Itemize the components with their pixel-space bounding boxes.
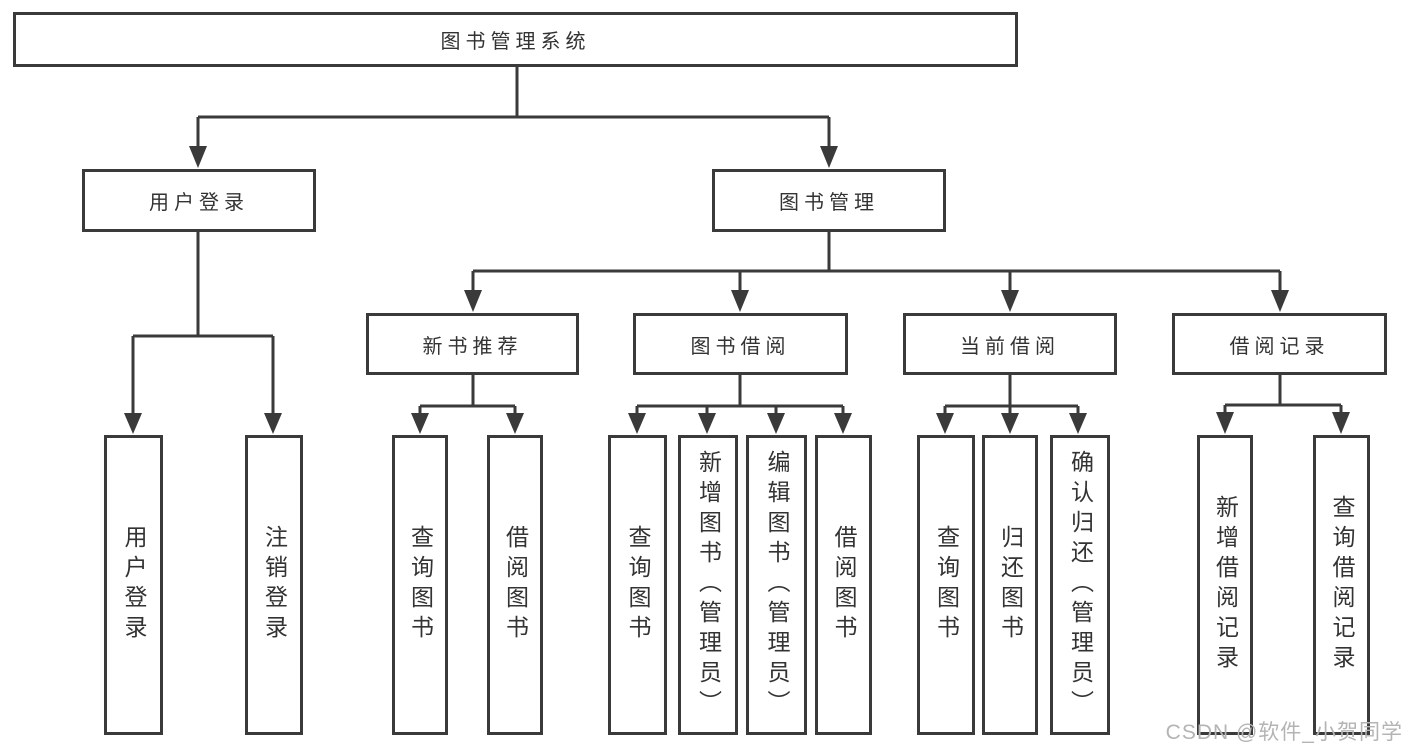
csdn-watermark: CSDN @软件_小贺同学 bbox=[1165, 721, 1403, 744]
arrow-head bbox=[1271, 290, 1289, 312]
leaf-edit-books-admin: 编辑图书（管理员） bbox=[746, 435, 807, 735]
arrow-head bbox=[1001, 413, 1019, 434]
leaf-label: 查询借阅记录 bbox=[1329, 495, 1355, 675]
arrow-head bbox=[464, 290, 482, 312]
connector-current-borrow bbox=[936, 375, 1087, 434]
arrow-head bbox=[834, 413, 852, 434]
connector-new-book-recommend bbox=[411, 375, 524, 434]
arrow-head bbox=[124, 413, 142, 434]
arrow-head bbox=[731, 290, 749, 312]
node-book-borrow: 图书借阅 bbox=[633, 313, 848, 375]
leaf-label: 新增借阅记录 bbox=[1212, 495, 1239, 675]
leaf-borrow-books-1: 借阅图书 bbox=[487, 435, 543, 735]
arrow-head bbox=[264, 413, 282, 434]
leaf-logout: 注销登录 bbox=[245, 435, 303, 735]
arrow-head bbox=[189, 146, 207, 168]
leaf-label: 查询图书 bbox=[407, 525, 434, 645]
node-new-book-recommend: 新书推荐 bbox=[366, 313, 579, 375]
node-user-login: 用户登录 bbox=[82, 169, 316, 232]
arrow-head bbox=[628, 413, 646, 434]
leaf-label: 查询图书 bbox=[625, 525, 651, 645]
leaf-add-borrow-record: 新增借阅记录 bbox=[1197, 435, 1253, 735]
connector-book-borrow bbox=[628, 375, 852, 434]
node-root-library-system: 图书管理系统 bbox=[13, 12, 1018, 67]
arrow-head bbox=[506, 413, 524, 434]
leaf-label: 归还图书 bbox=[997, 525, 1024, 645]
leaf-confirm-return-admin: 确认归还（管理员） bbox=[1050, 435, 1110, 735]
leaf-query-books-1: 查询图书 bbox=[392, 435, 448, 735]
node-current-borrow: 当前借阅 bbox=[903, 313, 1117, 375]
arrow-head bbox=[1216, 412, 1234, 434]
leaf-label: 借阅图书 bbox=[502, 525, 529, 645]
leaf-label: 新增图书（管理员） bbox=[695, 450, 722, 720]
node-borrow-record: 借阅记录 bbox=[1172, 313, 1387, 375]
arrow-head bbox=[820, 146, 838, 168]
connector-borrow-record bbox=[1216, 375, 1350, 434]
leaf-query-books-3: 查询图书 bbox=[917, 435, 975, 735]
connector-user-login bbox=[124, 232, 282, 434]
leaf-user-login: 用户登录 bbox=[104, 435, 163, 735]
leaf-label: 确认归还（管理员） bbox=[1067, 450, 1094, 720]
arrow-head bbox=[767, 413, 785, 434]
leaf-return-books: 归还图书 bbox=[982, 435, 1038, 735]
leaf-label: 查询图书 bbox=[933, 525, 960, 645]
leaf-add-books-admin: 新增图书（管理员） bbox=[678, 435, 738, 735]
arrow-head bbox=[411, 413, 429, 434]
arrow-head bbox=[1001, 290, 1019, 312]
leaf-label: 编辑图书（管理员） bbox=[764, 450, 790, 720]
connector-book-management bbox=[464, 232, 1289, 312]
arrow-head bbox=[1069, 413, 1087, 434]
leaf-label: 注销登录 bbox=[261, 525, 288, 645]
leaf-label: 用户登录 bbox=[121, 525, 147, 645]
leaf-query-borrow-record: 查询借阅记录 bbox=[1313, 435, 1370, 735]
arrow-head bbox=[698, 413, 716, 434]
leaf-query-books-2: 查询图书 bbox=[608, 435, 667, 735]
leaf-label: 借阅图书 bbox=[831, 525, 857, 645]
arrow-head bbox=[1332, 412, 1350, 434]
arrow-head bbox=[936, 413, 954, 434]
leaf-borrow-books-2: 借阅图书 bbox=[815, 435, 872, 735]
node-book-management: 图书管理 bbox=[712, 169, 946, 232]
connector-root bbox=[189, 67, 838, 168]
